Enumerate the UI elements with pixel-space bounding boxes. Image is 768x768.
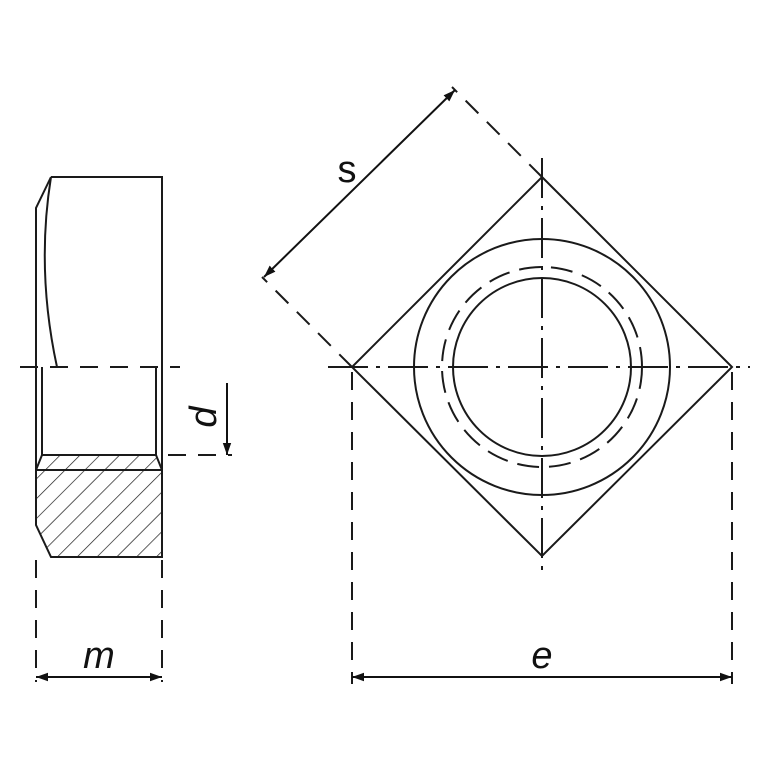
side-dashed-lines: [20, 366, 232, 682]
d-label: d: [183, 405, 225, 428]
s-dimension-arrow: [263, 89, 456, 278]
side-outline-top: [51, 176, 163, 367]
front-centerlines: [328, 158, 750, 578]
hatched-section: [35, 454, 163, 558]
s-extension-lines: [261, 86, 543, 368]
side-chamfer-top: [35, 176, 52, 367]
e-extension-lines: [351, 372, 733, 684]
side-section-view: [35, 176, 163, 558]
side-curve: [43, 176, 58, 368]
s-extension-top: [451, 86, 543, 178]
s-extension-bottom: [261, 276, 353, 368]
m-label: m: [83, 635, 115, 677]
e-label: e: [531, 635, 552, 677]
s-label: s: [338, 149, 357, 191]
